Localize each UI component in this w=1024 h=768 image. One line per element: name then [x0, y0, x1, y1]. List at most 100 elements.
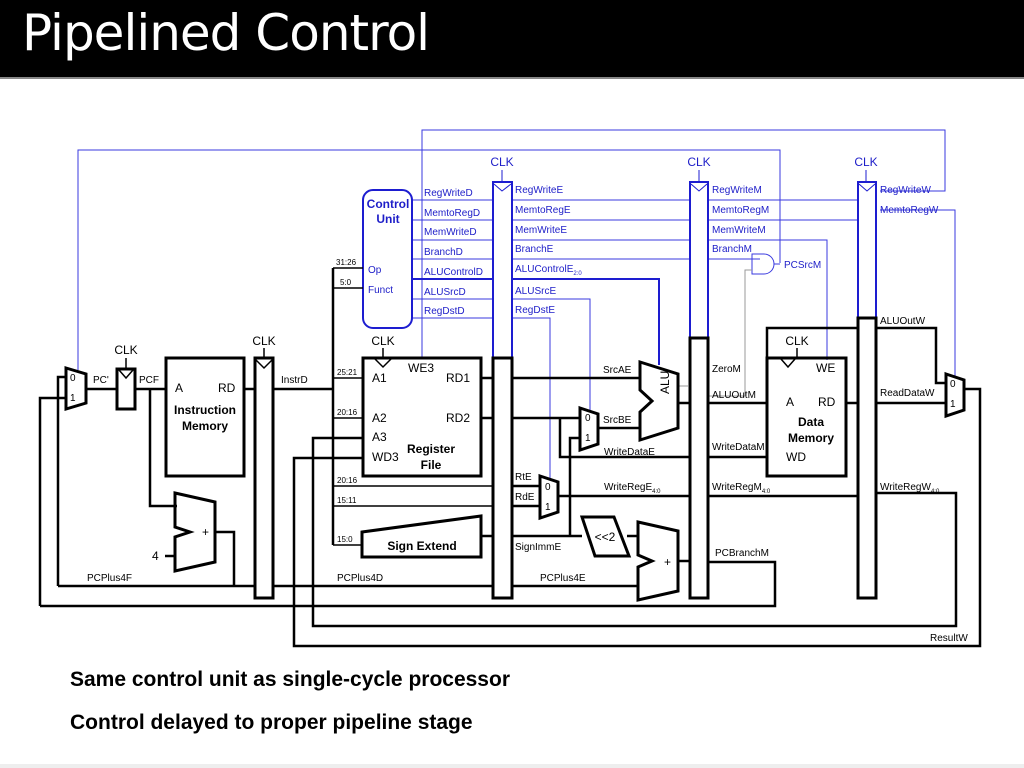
rte-label: RtE [515, 472, 532, 483]
memwritem-wire [708, 239, 828, 360]
writeregw-label: WriteRegW4:0 [880, 482, 940, 495]
signal-alusrcd: ALUSrcD [424, 287, 466, 298]
rf-title-2: File [421, 458, 442, 472]
signal-memwritem: MemWriteM [712, 225, 766, 236]
adder-plus-f: + [202, 525, 209, 539]
clock-triangle-icon [690, 183, 708, 192]
bitfield-25-21: 25:21 [337, 368, 358, 377]
regdst-mux-input-0: 0 [545, 482, 551, 493]
pcplus4d-label: PCPlus4D [337, 573, 383, 584]
writerege-label: WriteRegE4:0 [604, 482, 661, 495]
pcf-to-adder [148, 389, 177, 508]
pcplus4f-to-mux [56, 375, 66, 586]
signimme-label: SignImmE [515, 542, 561, 553]
pipeline-register-fd [253, 356, 275, 600]
signal-alucontrole: ALUControlE2:0 [515, 264, 582, 277]
signal-alucontrold: ALUControlD [424, 267, 483, 278]
writerege-subscript: 4:0 [652, 489, 661, 495]
pipeline-register-em [688, 336, 710, 600]
resultw-feedback [292, 387, 982, 648]
clk-label-mw: CLK [854, 155, 877, 169]
instruction-memory [164, 356, 246, 478]
pc-plus4-adder [173, 491, 217, 573]
pc-next-label: PC' [93, 375, 109, 386]
clk-label-de: CLK [490, 155, 513, 169]
sign-extend-label: Sign Extend [387, 539, 456, 553]
control-unit-op: Op [368, 265, 382, 276]
dmem-port-rd: RD [818, 395, 836, 409]
control-unit-title-2: Unit [376, 212, 399, 226]
control-wires [77, 129, 956, 480]
pc-mux-input-0: 0 [70, 373, 76, 384]
srcb-mux-input-1: 1 [585, 433, 591, 444]
sign-extend [360, 514, 483, 559]
const-four: 4 [152, 549, 159, 563]
writerege-main: WriteRegE [604, 482, 652, 493]
bitfield-5-0: 5:0 [340, 278, 352, 287]
title-bar: Pipelined Control [0, 0, 1024, 77]
writeregw-main: WriteRegW [880, 482, 931, 493]
bullet-item: Same control unit as single-cycle proces… [70, 668, 510, 691]
signal-pcsrcm: PCSrcM [784, 260, 821, 271]
imem-port-a: A [175, 381, 183, 395]
alusrce-wire [512, 298, 591, 410]
signal-regdstd: RegDstD [424, 306, 465, 317]
clock-triangle-icon [780, 358, 796, 369]
readdataw-label: ReadDataW [880, 388, 935, 399]
imem-title-1: Instruction [174, 403, 236, 417]
srcbe-label: SrcBE [603, 415, 632, 426]
writedatae-wire [558, 418, 690, 459]
memory-stage: ZeroM ALUOutM WriteDataM WriteRegM4:0 PC… [708, 326, 858, 559]
signal-regwritew: RegWriteW [880, 185, 931, 196]
and-gate-icon [751, 253, 775, 275]
bullet-item: Control delayed to proper pipeline stage [70, 711, 473, 734]
data-memory [765, 356, 848, 478]
regdst-mux [538, 473, 560, 521]
signal-alusrce: ALUSrcE [515, 286, 556, 297]
pipeline-register-de [491, 356, 514, 600]
shift-left-2 [579, 515, 632, 558]
decode-stage: InstrD 31:26 5:0 25:21 20:16 20:16 15:11… [273, 258, 982, 648]
zerom-wire [744, 269, 752, 396]
pcbranch-to-mux [38, 396, 66, 606]
pipeline-register-de-control [492, 181, 513, 359]
pcf-label: PCF [139, 375, 159, 386]
instrd-label: InstrD [281, 375, 308, 386]
clk-label-rf: CLK [371, 334, 394, 348]
regwrite-feedback-wire [421, 129, 946, 357]
clk-label-pc: CLK [114, 343, 137, 357]
bitfield-15-0: 15:0 [337, 535, 353, 544]
rf-wd3: WD3 [372, 450, 399, 464]
pipeline-register-mw-control [857, 181, 877, 319]
signal-memtoregm: MemtoRegM [712, 205, 769, 216]
pipeline-register-mw [856, 316, 878, 600]
signal-branchm: BranchM [712, 244, 752, 255]
clk-label-fd: CLK [252, 334, 275, 348]
aluoutw-label: ALUOutW [880, 316, 926, 327]
writedatam-label: WriteDataM [712, 442, 765, 453]
rde-label: RdE [515, 492, 535, 503]
dmem-port-a: A [786, 395, 794, 409]
control-unit: Control Unit Op Funct [362, 189, 413, 329]
pcplus4f-out [215, 530, 236, 586]
writeregm-label: WriteRegM4:0 [712, 482, 771, 495]
rf-a3: A3 [372, 430, 387, 444]
pc-register [115, 367, 137, 411]
control-unit-funct: Funct [368, 285, 393, 296]
clock-triangle-icon [255, 359, 273, 370]
writeregw-feedback [311, 436, 958, 628]
pcplus4f-label: PCPlus4F [87, 573, 132, 584]
fetch-stage: 0 1 PC' CLK PCF A RD Instruction Memory … [38, 343, 777, 608]
rf-a1: A1 [372, 371, 387, 385]
imem-port-rd: RD [218, 381, 236, 395]
dmem-we: WE [816, 361, 835, 375]
clk-label-em: CLK [687, 155, 710, 169]
signal-branchd: BranchD [424, 247, 463, 258]
branch-adder [636, 520, 680, 602]
dmem-title-1: Data [798, 415, 824, 429]
writeback-control-labels: RegWriteW MemtoRegW [880, 185, 939, 216]
rf-rd2: RD2 [446, 411, 470, 425]
rf-we3: WE3 [408, 361, 434, 375]
shift-label: <<2 [595, 530, 616, 544]
srcb-mux [578, 405, 600, 453]
